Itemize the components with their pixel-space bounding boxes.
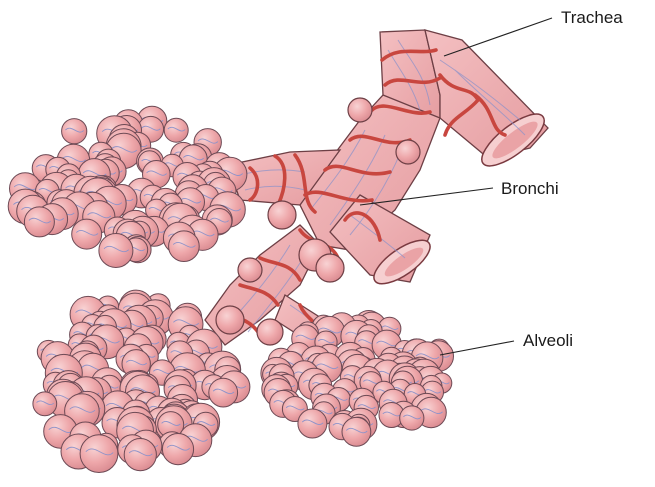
alveolus-sac bbox=[341, 416, 372, 447]
alveolus-sac bbox=[79, 434, 119, 474]
tube-openings bbox=[373, 113, 545, 285]
alveolus-sac bbox=[163, 117, 189, 143]
alveolus-capillary bbox=[173, 319, 200, 326]
alveolus-capillary bbox=[301, 419, 324, 425]
alveolus-capillary bbox=[61, 156, 86, 162]
alveolus-capillary bbox=[65, 127, 85, 133]
alveolus-capillary bbox=[75, 230, 99, 236]
alveolus-capillary bbox=[87, 212, 112, 219]
alveolus-capillary bbox=[295, 334, 316, 340]
alveolus-sac bbox=[23, 206, 55, 238]
leader-lines bbox=[359, 17, 553, 356]
alveolus-capillary bbox=[382, 411, 402, 417]
alveoli-leader-line bbox=[439, 340, 515, 356]
alveolus-capillary bbox=[130, 387, 156, 394]
alveolus-capillary bbox=[103, 245, 130, 253]
alveolus-capillary bbox=[82, 170, 107, 177]
alveolus-capillary bbox=[415, 353, 440, 360]
alveolus-capillary bbox=[166, 444, 190, 451]
alveolus-capillary bbox=[318, 327, 342, 334]
alveolus-capillary bbox=[179, 198, 202, 204]
alveolus-sac bbox=[32, 391, 58, 417]
bronchi-label: Bronchi bbox=[501, 179, 559, 198]
alveoli-label: Alveoli bbox=[523, 331, 573, 350]
alveolus-sac bbox=[168, 230, 200, 262]
alveolus-sac bbox=[208, 377, 239, 408]
alveolus-capillary bbox=[36, 400, 55, 405]
alveolus-capillary bbox=[146, 170, 168, 176]
bronchial-buds bbox=[215, 97, 421, 346]
alveolus-capillary bbox=[13, 184, 38, 190]
alveolus-capillary bbox=[167, 126, 186, 132]
alveolus-capillary bbox=[381, 325, 399, 330]
alveolus-capillary bbox=[317, 339, 335, 344]
alveolus-sac bbox=[98, 233, 134, 268]
alveolus-capillary bbox=[315, 363, 339, 369]
trachea-leader-line bbox=[443, 17, 553, 57]
alveolus-capillary bbox=[85, 448, 114, 456]
trachea-label: Trachea bbox=[561, 8, 623, 27]
alveolus-capillary bbox=[424, 389, 442, 394]
alveoli-cluster-lower-left bbox=[32, 289, 251, 474]
alveolus-capillary bbox=[285, 405, 305, 411]
alveolus-capillary bbox=[357, 404, 376, 409]
alveolus-capillary bbox=[209, 217, 230, 223]
alveolus-capillary bbox=[345, 427, 368, 434]
alveolus-capillary bbox=[196, 421, 216, 426]
alveolus-sac bbox=[123, 438, 157, 472]
tube-capillaries bbox=[231, 39, 526, 336]
alveoli-cluster-upper-left bbox=[7, 105, 248, 268]
alveolus-capillary bbox=[69, 406, 96, 413]
alveolus-capillary bbox=[128, 450, 153, 457]
alveolus-capillary bbox=[172, 242, 196, 248]
alveolus-capillary bbox=[28, 217, 51, 224]
bronchi-leader-line bbox=[359, 187, 494, 206]
alveolus-capillary bbox=[212, 388, 235, 394]
alveolus-sac bbox=[71, 218, 103, 250]
alveolus-capillary bbox=[161, 421, 181, 426]
bronchus-opening-inner bbox=[384, 247, 424, 277]
alveolus-capillary bbox=[420, 408, 443, 414]
alveolus-capillary bbox=[110, 146, 138, 153]
alveoli-cluster-lower-right bbox=[260, 310, 455, 447]
trachea-opening-inner bbox=[492, 121, 538, 159]
alveolus-sac bbox=[297, 408, 328, 439]
alveolus-capillary bbox=[125, 359, 148, 366]
alveolus-capillary bbox=[197, 138, 219, 144]
alveolus-capillary bbox=[403, 414, 422, 420]
alveolus-capillary bbox=[183, 155, 205, 161]
alveolus-capillary bbox=[141, 125, 161, 131]
alveolus-sac bbox=[161, 433, 195, 466]
alveolus-sac bbox=[399, 405, 425, 431]
